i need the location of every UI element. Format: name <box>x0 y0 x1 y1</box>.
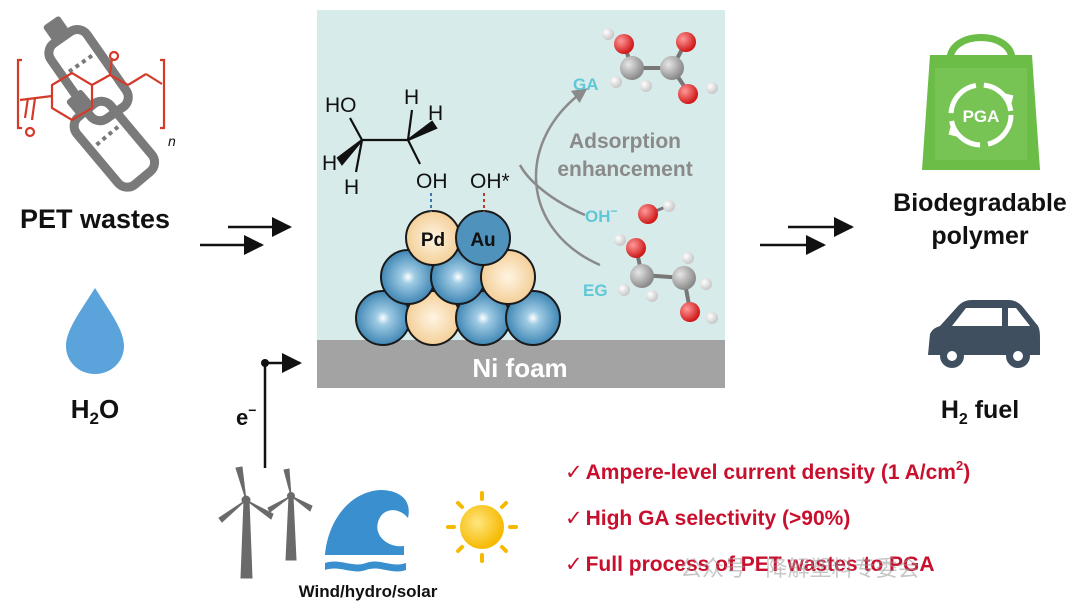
electron-label: e− <box>236 402 256 430</box>
eg-h-top2: H <box>428 102 443 125</box>
oh-star-label: OH* <box>470 170 510 193</box>
pet-wastes-label: PET wastes <box>20 204 170 234</box>
ni-foam-substrate <box>317 340 725 388</box>
ga-label: GA <box>573 75 599 94</box>
water-label: H2O <box>71 394 119 428</box>
biodegradable-bag-icon <box>922 34 1040 170</box>
svg-text:✓Full process of PET wastes to: ✓Full process of PET wastes to PGA <box>565 553 935 576</box>
sun-icon <box>446 491 518 563</box>
electron-flow-node <box>261 359 269 367</box>
adsorption-line1: Adsorption <box>569 130 681 153</box>
biodegradable-label: Biodegradable <box>893 189 1067 217</box>
highlight-item-2: ✓High GA selectivity (>90%) <box>565 507 850 530</box>
pet-polymer-structure-icon <box>16 50 166 138</box>
eg-ho-label: HO <box>325 94 357 117</box>
au-label: Au <box>470 230 495 251</box>
eg-h-left: H <box>322 152 337 175</box>
eg-molecule-model <box>614 234 718 324</box>
water-drop-icon <box>66 288 124 374</box>
svg-text:✓High GA selectivity (>90%): ✓High GA selectivity (>90%) <box>565 507 850 530</box>
polymer-label: polymer <box>931 222 1029 250</box>
ga-molecule-model <box>602 28 718 104</box>
eg-skeleton <box>336 109 438 173</box>
eg-h-bottom: H <box>344 176 359 199</box>
adsorption-line2: enhancement <box>557 158 692 181</box>
adsorption-arrow-oh <box>518 164 586 217</box>
ni-foam-label: Ni foam <box>472 353 567 383</box>
hydroxide-model <box>638 200 675 224</box>
watermark-text: 公众号 · 降解塑料专委会 <box>680 556 920 581</box>
eg-label: EG <box>583 281 608 300</box>
oh-minus-label: OH− <box>585 204 618 226</box>
wind-turbine-icon <box>218 466 313 579</box>
car-icon <box>928 300 1040 368</box>
h2-fuel-label: H2 fuel <box>941 396 1019 428</box>
bag-pga-label: PGA <box>963 107 1000 126</box>
highlight-item-1: ✓Ampere-level current density (1 A/cm2) <box>565 458 970 484</box>
highlight-item-3: ✓Full process of PET wastes to PGA <box>565 553 935 576</box>
svg-text:✓Ampere-level current density: ✓Ampere-level current density (1 A/cm2) <box>565 458 970 484</box>
pd-label: Pd <box>421 230 445 251</box>
energy-label: Wind/hydro/solar <box>299 582 438 601</box>
eg-h-top1: H <box>404 86 419 109</box>
catalyst-sphere-stack <box>355 249 561 346</box>
polymer-subscript: n <box>168 133 176 149</box>
adsorption-arrow-main <box>534 88 601 267</box>
water-wave-icon <box>325 490 409 572</box>
adsorbed-oh-label: OH <box>416 170 448 193</box>
electron-flow-arrow <box>263 353 302 468</box>
